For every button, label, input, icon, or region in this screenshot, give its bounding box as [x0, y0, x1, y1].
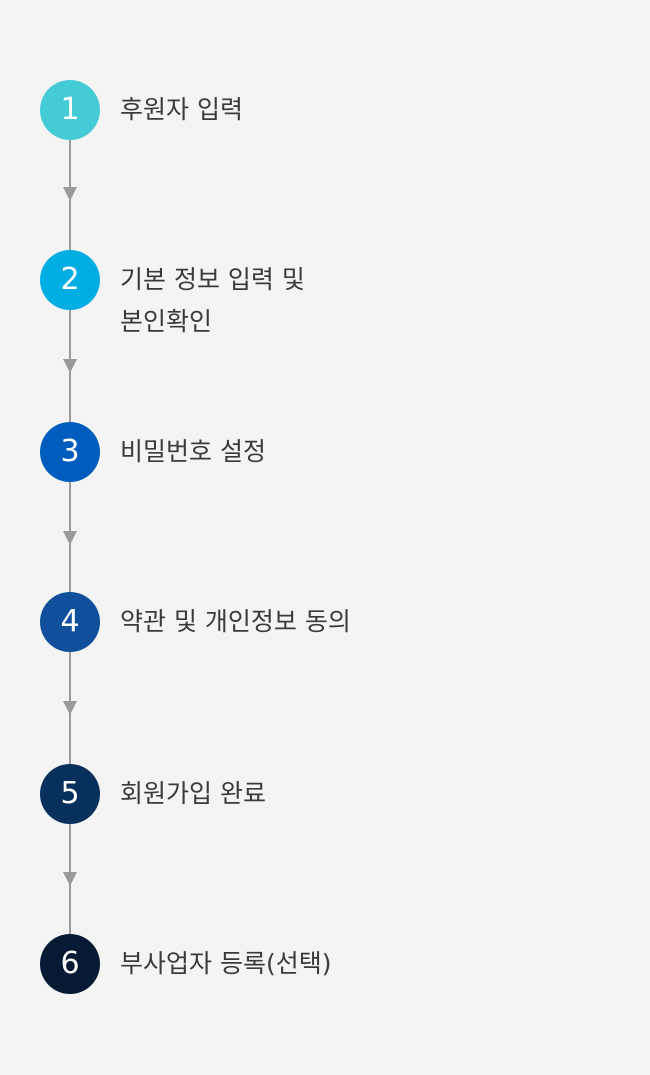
- step-label-line: 회원가입 완료: [120, 779, 266, 808]
- down-arrow-icon: [63, 531, 77, 545]
- step-item-2: 2 기본 정보 입력 및 본인확인: [40, 250, 600, 340]
- step-item-5: 5 회원가입 완료: [40, 764, 600, 824]
- step-label-line: 기본 정보 입력 및: [120, 265, 305, 294]
- step-label: 기본 정보 입력 및 본인확인: [120, 258, 580, 344]
- down-arrow-icon: [63, 187, 77, 201]
- step-number-badge: 3: [40, 422, 100, 482]
- down-arrow-icon: [63, 872, 77, 886]
- step-label: 회원가입 완료: [120, 772, 580, 816]
- step-item-4: 4 약관 및 개인정보 동의: [40, 592, 600, 652]
- step-label-line: 약관 및 개인정보 동의: [120, 607, 351, 636]
- step-label-line: 부사업자 등록(선택): [120, 949, 332, 978]
- step-label: 비밀번호 설정: [120, 430, 580, 474]
- step-label: 약관 및 개인정보 동의: [120, 600, 580, 644]
- step-label-line: 후원자 입력: [120, 95, 243, 124]
- down-arrow-icon: [63, 359, 77, 373]
- step-number-badge: 5: [40, 764, 100, 824]
- step-number-badge: 6: [40, 934, 100, 994]
- step-item-3: 3 비밀번호 설정: [40, 422, 600, 482]
- step-label: 부사업자 등록(선택): [120, 942, 580, 986]
- step-item-6: 6 부사업자 등록(선택): [40, 934, 600, 994]
- step-item-1: 1 후원자 입력: [40, 80, 600, 140]
- step-label-line: 비밀번호 설정: [120, 437, 266, 466]
- step-label: 후원자 입력: [120, 88, 580, 132]
- step-number-badge: 2: [40, 250, 100, 310]
- down-arrow-icon: [63, 701, 77, 715]
- step-label-line: 본인확인: [120, 307, 213, 336]
- step-number-badge: 4: [40, 592, 100, 652]
- step-number-badge: 1: [40, 80, 100, 140]
